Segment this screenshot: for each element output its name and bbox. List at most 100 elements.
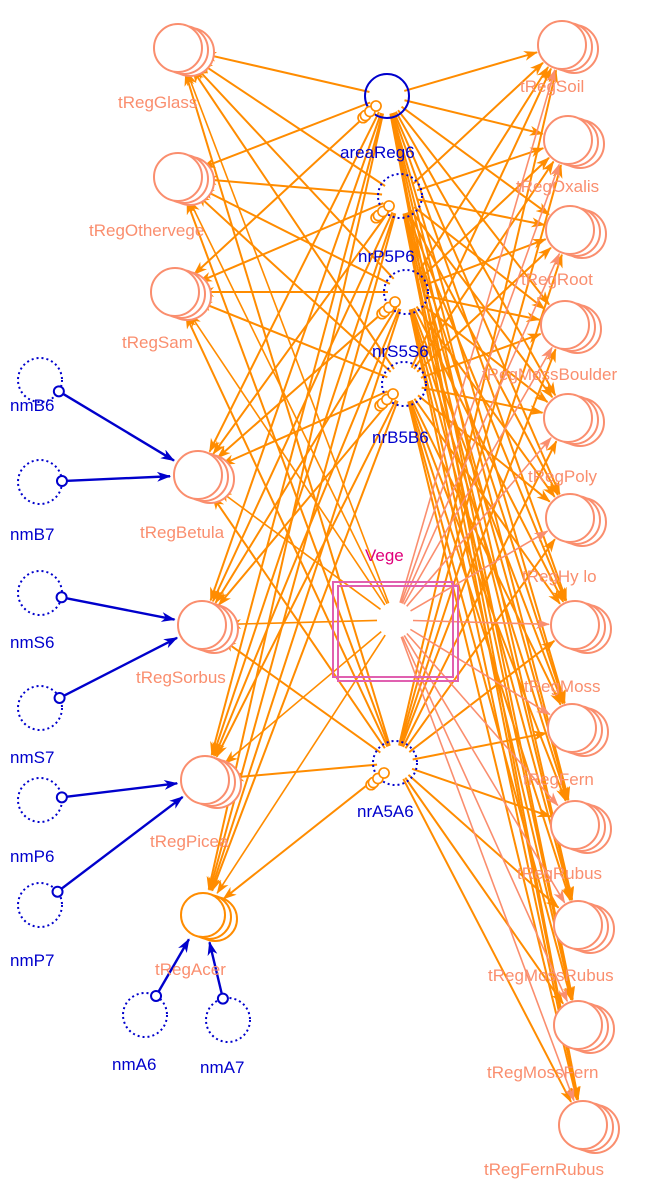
label-nmA6: nmA6 bbox=[112, 1055, 156, 1074]
edge-nrS5S6-to-tRegOthervege bbox=[200, 187, 391, 285]
label-tRegMossRubus: tRegMossRubus bbox=[488, 966, 614, 985]
connector-knob bbox=[378, 767, 390, 779]
label-tRegSoil: tRegSoil bbox=[520, 77, 584, 96]
node-nrB5B6-circle bbox=[381, 361, 427, 407]
node-nmA6-circle bbox=[122, 992, 168, 1038]
edge-vege-to-tRegPoly bbox=[406, 436, 552, 607]
edge-nrB5B6-to-tRegSorbus bbox=[217, 397, 394, 606]
node-tRegFern-disc bbox=[547, 703, 597, 753]
node-nmB7-circle bbox=[17, 459, 63, 505]
node-areaReg6-circle bbox=[364, 73, 410, 119]
edge-nrA5A6-to-tRegFernRubus bbox=[402, 778, 572, 1103]
node-tRegAcer-disc bbox=[180, 892, 226, 938]
label-tRegRubus: tRegRubus bbox=[517, 864, 602, 883]
label-tRegOthervege: tRegOthervege bbox=[89, 221, 204, 240]
edge-nrP5P6-to-tRegHylo bbox=[407, 211, 559, 496]
node-tRegMoss-disc bbox=[550, 600, 600, 650]
connector-knob bbox=[387, 388, 399, 400]
edge-nmA7-to-tRegAcer bbox=[207, 941, 225, 999]
edge-nmB7-to-tRegBetula bbox=[61, 471, 172, 483]
label-layer: areaReg6 nrP5P6 nrS5S6 nrB5B6 nrA5A6 Veg… bbox=[10, 77, 617, 1179]
edge-nrB5B6-to-tRegMossFern bbox=[407, 401, 573, 1001]
edge-nmS6-to-tRegSorbus bbox=[61, 596, 176, 622]
edge-nrS5S6-to-tRegSorbus bbox=[214, 306, 398, 604]
edge-nrA5A6-to-tRegAcer bbox=[222, 773, 382, 900]
edge-nrS5S6-to-tRegGlass bbox=[195, 66, 395, 280]
edge-nrA5A6-to-tRegSam bbox=[185, 314, 389, 748]
label-nmB6: nmB6 bbox=[10, 396, 54, 415]
node-tRegRubus-disc bbox=[550, 800, 600, 850]
node-nmS7-circle bbox=[17, 685, 63, 731]
edge-nrP5P6-to-tRegPoly bbox=[410, 209, 554, 399]
label-nmS7: nmS7 bbox=[10, 748, 54, 767]
edge-nmP7-to-tRegPicea bbox=[56, 795, 184, 893]
label-tRegHylo: tRegHy lo bbox=[522, 567, 597, 586]
edge-nrA5A6-to-tRegGlass bbox=[184, 71, 391, 747]
edge-nrB5B6-to-tRegSam bbox=[198, 300, 388, 379]
edge-nrB5B6-to-tRegRubus bbox=[409, 400, 567, 802]
edge-nrS5S6-to-tRegOxalis bbox=[418, 157, 550, 281]
label-tRegMossBoulder: tRegMossBoulder bbox=[482, 365, 617, 384]
node-nmS6-circle bbox=[17, 570, 63, 616]
edge-nrS5S6-to-tRegRoot bbox=[422, 238, 547, 287]
node-tRegSam-disc bbox=[150, 267, 200, 317]
edge-vege-to-tRegMossFern bbox=[401, 636, 569, 1003]
edge-nrB5B6-to-tRegPoly bbox=[421, 386, 544, 415]
node-vege-box-shadow bbox=[337, 585, 459, 682]
edge-nrS5S6-to-tRegSoil bbox=[414, 66, 549, 278]
node-nmP7-circle bbox=[17, 882, 63, 928]
edge-nrS5S6-to-tRegMoss bbox=[413, 307, 565, 603]
edge-vege-to-tRegBetula bbox=[218, 489, 381, 610]
edge-nrP5P6-to-tRegMossBoulder bbox=[413, 206, 546, 310]
edge-nrA5A6-to-tRegMossFern bbox=[404, 777, 564, 1005]
label-nmP7: nmP7 bbox=[10, 951, 54, 970]
edge-vege-to-tRegHylo bbox=[410, 530, 549, 612]
edge-nrA5A6-to-tRegFern bbox=[412, 730, 548, 761]
edge-nrB5B6-to-tRegMossRubus bbox=[408, 400, 571, 902]
edge-nrS5S6-to-tRegFernRubus bbox=[408, 309, 580, 1101]
edge-vege-to-tRegMossRubus bbox=[403, 635, 566, 904]
edge-vege-to-tRegSorbus bbox=[226, 618, 378, 629]
label-nmB7: nmB7 bbox=[10, 525, 54, 544]
edge-nrB5B6-to-tRegGlass bbox=[191, 68, 395, 370]
connector-knob-nmP7 bbox=[51, 885, 64, 898]
node-tRegMossRubus-disc bbox=[553, 900, 603, 950]
edge-nrB5B6-to-tRegAcer bbox=[211, 400, 399, 892]
edge-vege-to-tRegPicea bbox=[224, 630, 382, 764]
edge-nrA5A6-to-tRegRubus bbox=[411, 767, 552, 818]
edge-nrS5S6-to-tRegPicea bbox=[213, 308, 401, 757]
node-nmB6-circle bbox=[17, 357, 63, 403]
edge-nrA5A6-to-tRegSoil bbox=[398, 69, 559, 746]
label-tRegSorbus: tRegSorbus bbox=[136, 668, 226, 687]
edge-nrP5P6-to-tRegOthervege bbox=[202, 175, 383, 196]
edge-areaReg6-to-tRegPoly bbox=[394, 111, 557, 397]
connector-knob bbox=[389, 296, 401, 308]
label-tRegPicea: tRegPicea bbox=[150, 832, 229, 851]
edge-vege-to-tRegSoil bbox=[399, 69, 556, 603]
edge-nrA5A6-to-tRegPicea bbox=[229, 763, 378, 782]
edge-vege-to-tRegFernRubus bbox=[400, 636, 575, 1102]
edge-nrP5P6-to-tRegRoot bbox=[417, 198, 546, 228]
edge-areaReg6-to-tRegPicea bbox=[210, 113, 384, 756]
label-tRegBetula: tRegBetula bbox=[140, 523, 225, 542]
node-tRegMossFern-disc bbox=[553, 1000, 603, 1050]
node-shape-layer bbox=[17, 20, 620, 1154]
edge-vege-to-tRegFern bbox=[409, 628, 551, 716]
label-nrA5A6: nrA5A6 bbox=[357, 802, 414, 821]
label-vege: Vege bbox=[365, 546, 404, 565]
node-tRegPoly-disc bbox=[543, 393, 593, 443]
edge-nmA6-to-tRegAcer bbox=[154, 938, 190, 997]
connector-knob-nmP6 bbox=[55, 791, 68, 804]
node-tRegOthervege-disc bbox=[153, 152, 203, 202]
connector-knob-nmB6 bbox=[52, 385, 65, 398]
edge-vege-to-tRegOxalis bbox=[400, 163, 560, 604]
edge-nmB6-to-tRegBetula bbox=[58, 390, 175, 462]
node-tRegGlass-disc bbox=[153, 23, 203, 73]
label-nmP6: nmP6 bbox=[10, 847, 54, 866]
connector-knob-nmB7 bbox=[55, 475, 68, 488]
edge-nrS5S6-to-tRegPoly bbox=[419, 302, 549, 403]
node-tRegSoil-disc bbox=[537, 20, 587, 70]
node-tRegMossBoulder-disc bbox=[540, 300, 590, 350]
label-nrP5P6: nrP5P6 bbox=[358, 247, 415, 266]
label-tRegSam: tRegSam bbox=[122, 333, 193, 352]
